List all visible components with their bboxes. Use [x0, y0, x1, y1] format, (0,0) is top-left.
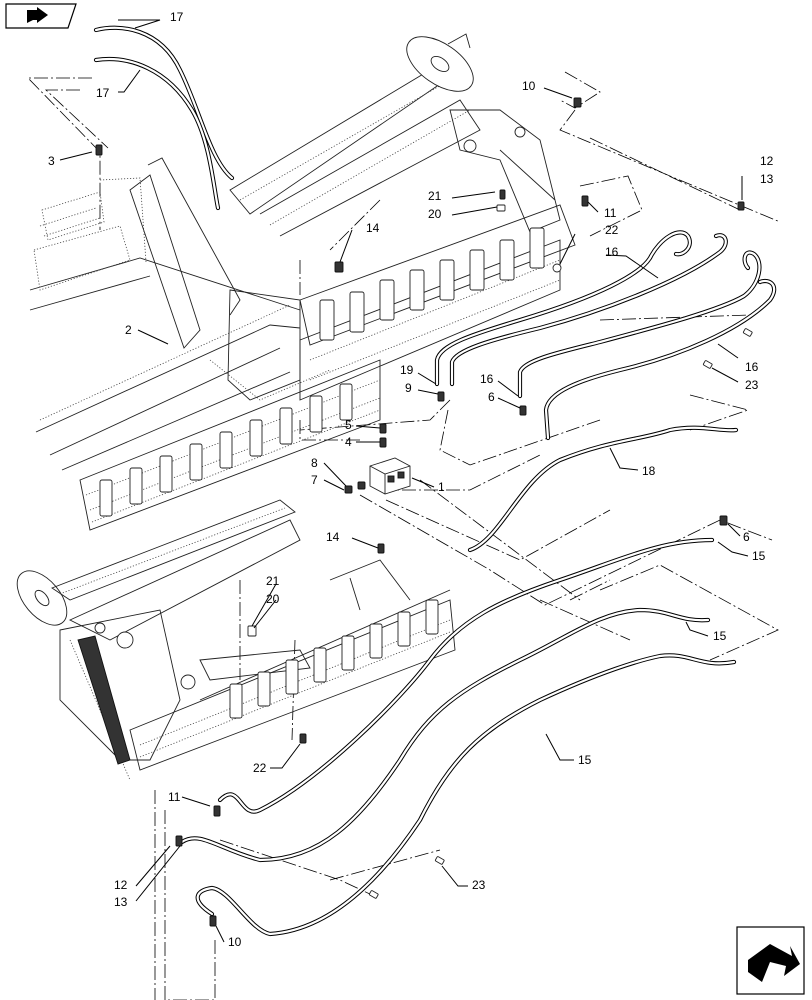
callout-22: 22 [605, 223, 619, 237]
callout-21: 21 [428, 189, 442, 203]
callout-6: 6 [743, 530, 750, 544]
hose-17-upper[interactable] [93, 25, 235, 181]
callout-6: 6 [488, 390, 495, 404]
callout-15: 15 [713, 629, 727, 643]
hose-15-c[interactable] [195, 653, 737, 937]
callout-23: 23 [745, 378, 759, 392]
callout-18: 18 [642, 464, 656, 478]
callout-15: 15 [752, 549, 766, 563]
lower-toolbar-frame [16, 499, 456, 781]
next-page-arrow-icon[interactable] [736, 926, 805, 995]
leader-lines [59, 19, 749, 943]
hose-16-a[interactable] [434, 230, 692, 387]
hose-16-c[interactable] [517, 250, 762, 399]
callout-11: 11 [604, 206, 617, 220]
callout-11: 11 [168, 790, 181, 804]
callout-10: 10 [228, 935, 242, 949]
callout-21: 21 [266, 574, 280, 588]
callout-22: 22 [253, 761, 267, 775]
hose-15-b[interactable] [179, 607, 711, 863]
hose-15-a[interactable] [217, 537, 715, 814]
upper-gang-shanks [99, 227, 545, 517]
callout-20: 20 [266, 592, 280, 606]
book-arrow-icon[interactable] [5, 3, 77, 29]
callout-14: 14 [366, 221, 380, 235]
assembly-phantom-lines [27, 71, 781, 1000]
callout-3: 3 [48, 154, 55, 168]
callout-10: 10 [522, 79, 536, 93]
valve-block[interactable] [369, 457, 411, 495]
callout-labels: 17 17 3 10 12 13 21 20 11 14 22 16 2 16 … [48, 10, 774, 949]
callout-16: 16 [480, 372, 494, 386]
fitting-parts [95, 97, 753, 927]
callout-20: 20 [428, 207, 442, 221]
callout-2: 2 [125, 323, 132, 337]
callout-23: 23 [472, 878, 486, 892]
callout-16: 16 [605, 245, 619, 259]
callout-16: 16 [745, 360, 759, 374]
callout-7: 7 [311, 473, 318, 487]
callout-12: 12 [114, 878, 128, 892]
callout-9: 9 [405, 381, 412, 395]
callout-19: 19 [400, 363, 414, 377]
callout-13: 13 [760, 172, 774, 186]
callout-5: 5 [345, 418, 352, 432]
callout-4: 4 [345, 435, 352, 449]
callout-17: 17 [96, 86, 110, 100]
hose-16-d[interactable] [543, 278, 777, 441]
callout-8: 8 [311, 456, 318, 470]
callout-13: 13 [114, 895, 128, 909]
callout-15: 15 [578, 753, 592, 767]
upper-toolbar-frame [29, 33, 576, 531]
hose-17-lower[interactable] [93, 57, 221, 211]
callout-12: 12 [760, 154, 774, 168]
callout-17: 17 [170, 10, 184, 24]
callout-1: 1 [438, 480, 445, 494]
callout-14: 14 [326, 530, 340, 544]
hose-16-b[interactable] [449, 233, 728, 387]
lower-gang-shanks [229, 599, 439, 719]
hose-18[interactable] [467, 425, 739, 553]
